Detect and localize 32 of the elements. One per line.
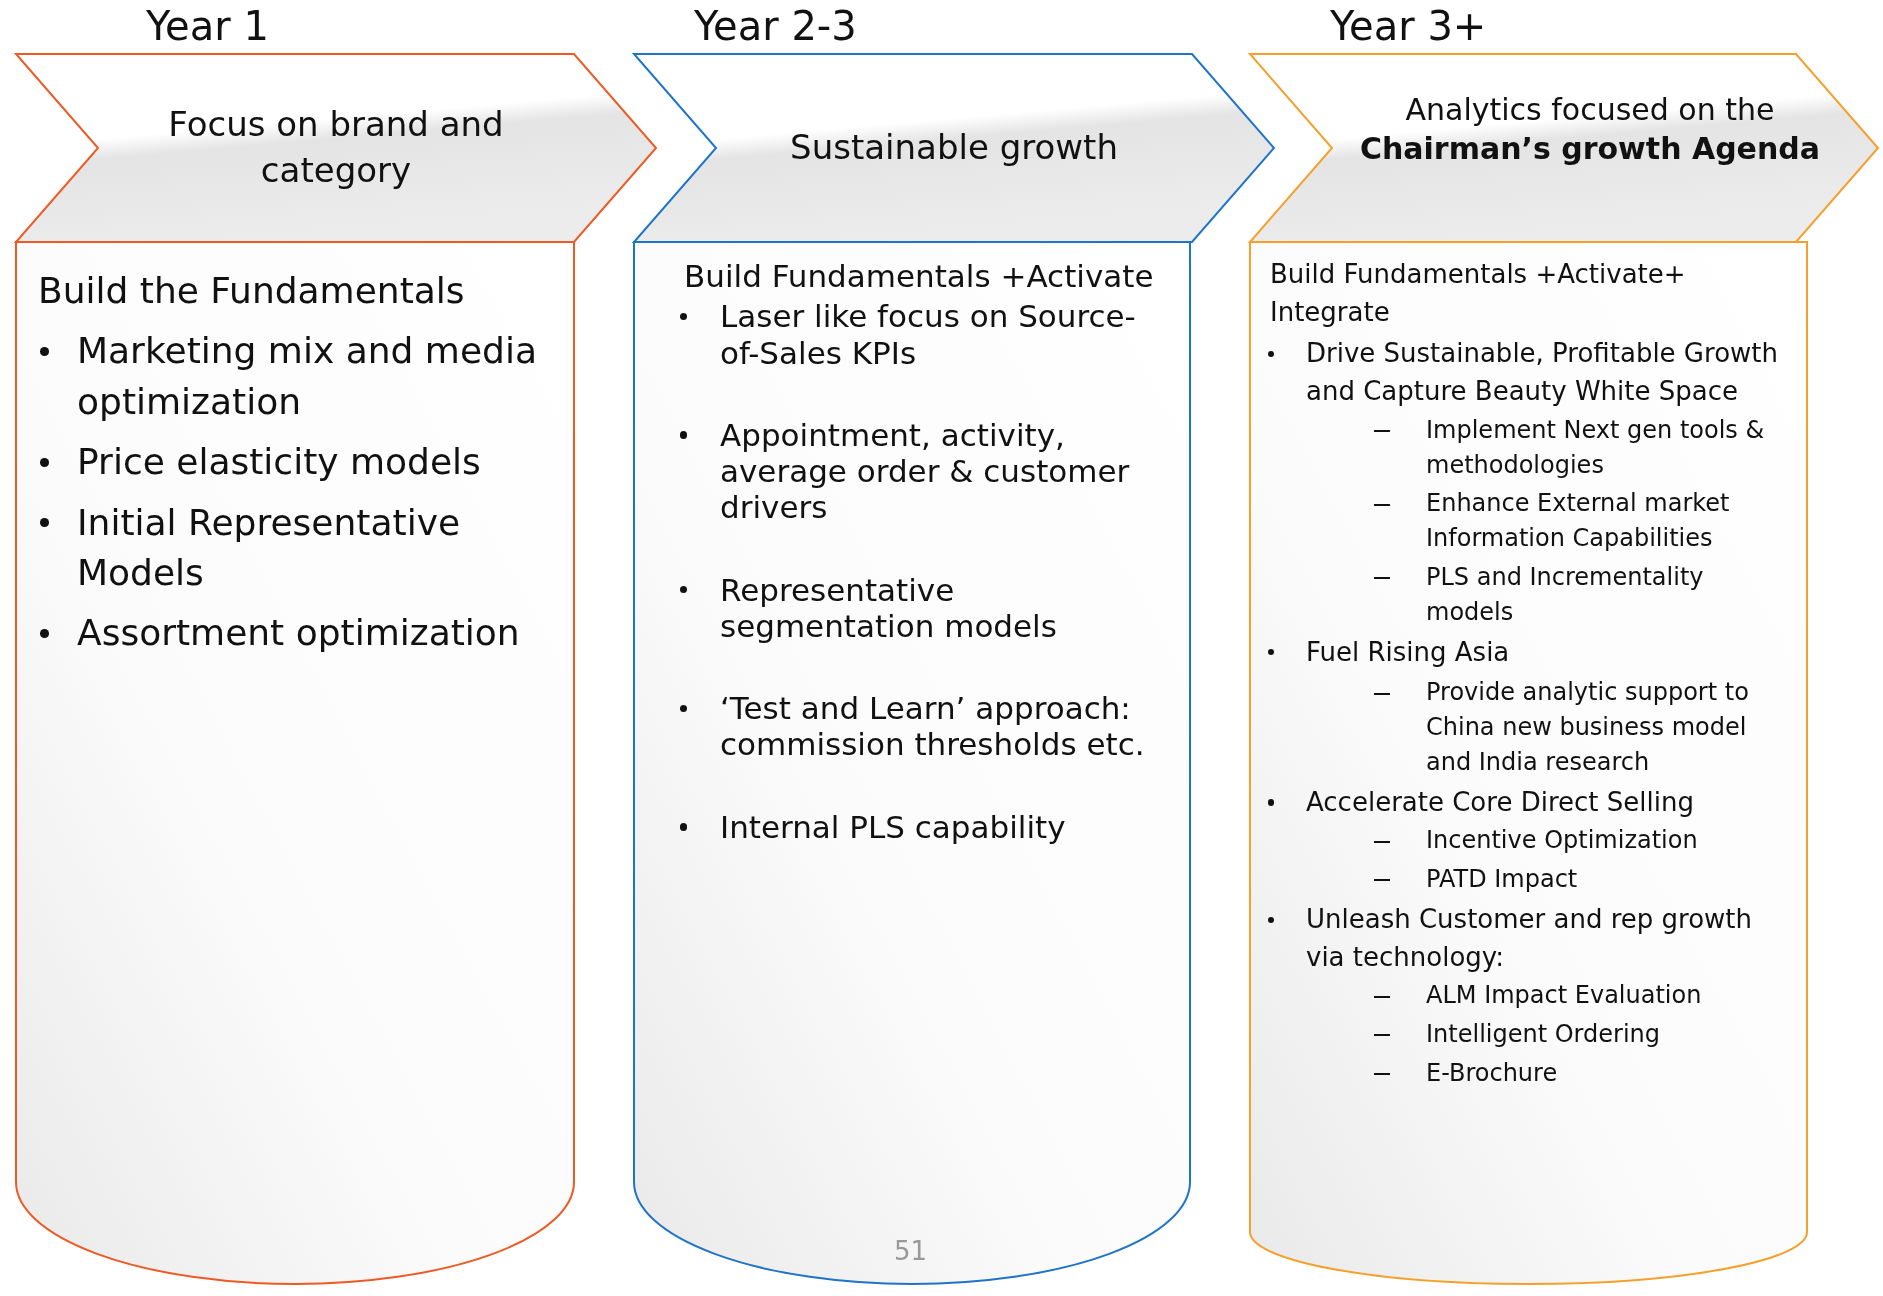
sub-bullet-text: Enhance External market Information Capabilities xyxy=(1426,488,1731,555)
bullet-text: Appointment, activity, average order & customer drivers xyxy=(720,416,1131,526)
bullet-text: Drive Sustainable, Profitable Growth and Capture Beauty White Space xyxy=(1306,337,1779,409)
year-heading: Year 1 xyxy=(146,4,269,48)
page-number: 51 xyxy=(894,1236,928,1266)
bullet-text: Fuel Rising Asia xyxy=(1306,635,1511,669)
bullet-text: Internal PLS capability xyxy=(720,808,1067,845)
section-heading: Build the Fundamentals xyxy=(38,269,466,313)
section-heading: Build Fundamentals +Activate xyxy=(684,258,1155,295)
year-heading: Year 3+ xyxy=(1330,4,1487,48)
bullet-text: Assortment optimization xyxy=(77,611,521,656)
bullet-text: Laser like focus on Source-of-Sales KPIs xyxy=(720,298,1137,371)
bullet-text: Representative segmentation models xyxy=(720,571,1058,645)
bullet-text: ‘Test and Learn’ approach: commission thresholds etc. xyxy=(720,690,1146,763)
phase-title: Sustainable growth xyxy=(790,126,1118,170)
phase-title: Analytics focused on the Chairman’s growth Agenda xyxy=(1358,91,1822,168)
bullet-text: Marketing mix and media optimization xyxy=(77,329,538,424)
bullet-text: Price elasticity models xyxy=(77,440,482,485)
bullet-text: Initial Representative Models xyxy=(77,500,462,595)
sub-bullet-text: ALM Impact Evaluation xyxy=(1426,980,1703,1012)
phase-title: Focus on brand and category xyxy=(167,103,505,192)
sub-bullet-text: Implement Next gen tools & methodologies xyxy=(1426,414,1766,481)
sub-bullet-text: PLS and Incrementality models xyxy=(1426,561,1705,628)
sub-bullet-text: Intelligent Ordering xyxy=(1426,1019,1662,1051)
sub-bullet-text: Incentive Optimization xyxy=(1426,825,1699,857)
sub-bullet-text: E-Brochure xyxy=(1426,1057,1559,1089)
sub-bullet-text: PATD Impact xyxy=(1426,864,1579,896)
year-heading: Year 2-3 xyxy=(694,4,857,48)
bullet-text: Accelerate Core Direct Selling xyxy=(1306,785,1695,819)
section-heading: Build Fundamentals +Activate+ Integrate xyxy=(1270,258,1687,329)
bullet-text: Unleash Customer and rep growth via technology: xyxy=(1306,902,1754,974)
sub-bullet-text: Provide analytic support to China new business model and India research xyxy=(1426,677,1750,778)
